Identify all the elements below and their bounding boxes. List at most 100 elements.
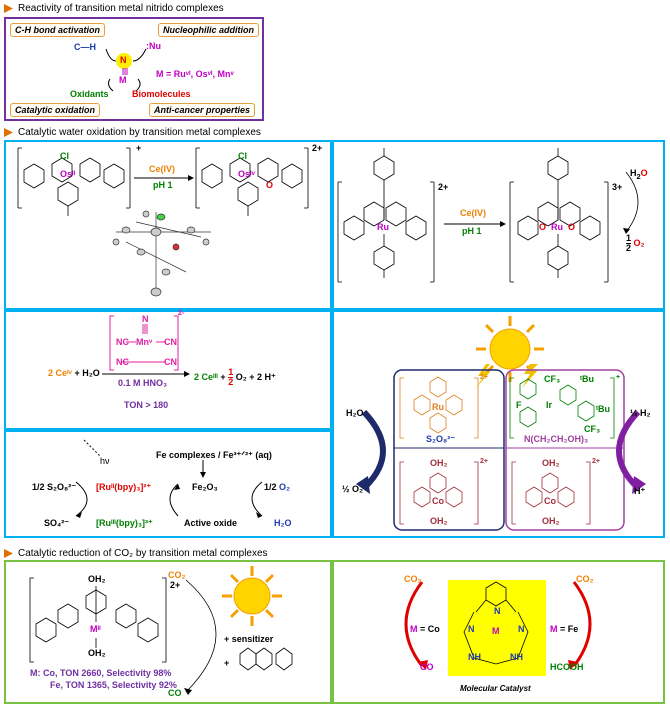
ws-ir-charge: + [616,374,621,381]
ch-label: C—H [74,42,96,52]
bullet-icon [4,128,13,137]
active-oxide-label: Active oxide [184,518,238,528]
ru-h2o: H2O [630,168,648,181]
mn-ton: TON > 180 [124,400,169,410]
mn-cn: CN [164,337,177,347]
co2-result-line1: M: Co, TON 2660, Selectivity 98% [30,668,172,678]
tag-catalytic-oxidation: Catalytic oxidation [10,103,101,117]
ru3-bpy-label: [Ruᴵᴵᴵ(bpy)₃]³⁺ [96,518,153,528]
photocycle-arrows [75,439,263,518]
ru2-oxo-left: O [539,222,547,232]
cat-co-product: CO [420,662,434,672]
ru1-charge: 2+ [438,182,449,192]
ws-co2-oh2-top: OH₂ [542,458,560,468]
mn-charge: 2- [178,310,185,317]
os2-oxo: O [266,180,274,190]
tag-anticancer: Anti-cancer properties [149,103,256,117]
biomolecules-label: Biomolecules [132,89,191,99]
cat-m-co: M = Co [410,624,440,634]
cat-m-fe: M = Fe [550,624,579,634]
panel-molecular-catalyst: CO₂ CO₂ M = Co M = Fe CO HCOOH M N N N N… [332,560,665,704]
co2-result-line2: Fe, TON 1365, Selectivity 92% [50,680,177,690]
h2o-label: H₂O [274,518,292,528]
ws-ru: Ru [432,402,444,412]
tag-ch-activation: C-H bond activation [10,23,105,37]
cat-caption: Molecular Catalyst [460,684,531,693]
section-header-water-oxidation: Catalytic water oxidation by transition … [4,127,261,138]
os2-metal: Osᴵᵛ [238,169,255,179]
cat-n-top: N [494,606,501,616]
tag-nucleophilic: Nucleophilic addition [158,23,260,37]
os1-charge: + [136,143,142,153]
oh2-top: OH₂ [88,574,106,584]
ru2-metal: Ru [551,222,563,232]
o2-label: 1/2 O₂ [264,482,291,492]
fe-complex-label: Fe complexes / Fe³⁺ᐟ²⁺ (aq) [156,450,272,460]
os-condition: pH 1 [153,180,173,190]
mn-condition: 0.1 M HNO₃ [118,378,168,388]
ru2-bpy-label: [Ruᴵᴵ(bpy)₃]²⁺ [96,482,152,492]
nitrido-n: N [120,55,127,65]
ws-co2-oh2-bottom: OH₂ [542,516,560,526]
ws-cf3-bottom: CF₃ [584,424,601,434]
mn-cn2: CN [164,357,177,367]
mn-bracket [102,315,190,377]
mn-nc: NC [116,337,129,347]
sun-icon-2 [222,566,282,626]
hv-label: hν [100,456,110,466]
section-header-nitrido: Reactivity of transition metal nitrido c… [4,3,224,14]
cat-nh-right: NH [510,652,523,662]
cat-metal: M [492,626,500,636]
co2-reduction-graphics [29,566,293,695]
nu-label: :Nu [146,41,161,51]
cat-n-left: N [468,624,475,634]
water-splitting-graphics [356,316,646,531]
ws-hplus: H⁺ [634,486,646,496]
os-reagent: Ce(IV) [149,164,176,174]
bullet-icon [4,549,13,558]
panel-os-complex: Cl Osᴵᴵ + Cl Osᴵᵛ O 2+ Ce(IV) pH 1 [4,140,332,310]
nitrido-highlight [116,53,132,69]
ws-ru-charge: 2+ [480,374,488,381]
metal-m: M [119,75,127,85]
section-header-co2-reduction: Catalytic reduction of CO₂ by transition… [4,548,268,559]
panel-water-splitting: H₂O ½ O₂ ½ H₂ H⁺ Ru 2+ S₂O₈²⁻ Ir CF₃ CF₃… [332,310,665,538]
oh2-bottom: OH₂ [88,648,106,658]
oxidants-label: Oxidants [70,89,109,99]
mn-n: N [142,314,149,324]
ws-co1-charge: 2+ [480,458,488,465]
metals-label: M = Ruᵛᴵ, Osᵛᴵ, Mnᵛ [156,69,234,79]
ws-h2o: H₂O [346,408,364,418]
metal-center: Mᴵᴵ [90,624,101,634]
ws-tbu-right: ᵗBu [596,404,610,414]
ws-ir: Ir [546,400,553,410]
ws-co1-oh2-top: OH₂ [430,458,448,468]
cat-co2-left: CO₂ [404,574,422,584]
ws-tbu-top: ᵗBu [580,374,594,384]
mn-metal: Mnᵛ [136,337,153,347]
ws-co2: Co [544,496,556,506]
ws-o2: ½ O₂ [342,484,364,494]
cat-n-right: N [518,624,525,634]
panel-co2-reduction: CO₂ CO OH₂ OH₂ Mᴵᴵ 2+ + sensitizer + M: … [4,560,332,704]
ru2-oxo-right: O [568,222,576,232]
ru2-charge: 3+ [612,182,623,192]
ws-co1: Co [432,496,444,506]
ws-f: F [516,400,522,410]
mn-nc2: NC [116,357,129,367]
cat-co2-right: CO₂ [576,574,594,584]
mn-lhs: 2 Ceᴵᵛ + H₂O [48,368,100,378]
co2-reactant: CO₂ [168,570,186,580]
ru-reagent: Ce(IV) [460,208,487,218]
nitrido-arrows [105,48,147,92]
reductant-plus: + [224,658,230,668]
ws-h2: ½ H₂ [630,408,651,418]
bullet-icon [4,4,13,13]
panel-mn-nitrido: N NC Mnᵛ CN NC CN 2- 2 Ceᴵᵛ + H₂O 0.1 M … [4,310,332,430]
ws-co2-charge: 2+ [592,458,600,465]
ru1-metal: Ru [377,222,389,232]
os1-metal: Osᴵᴵ [60,169,76,179]
